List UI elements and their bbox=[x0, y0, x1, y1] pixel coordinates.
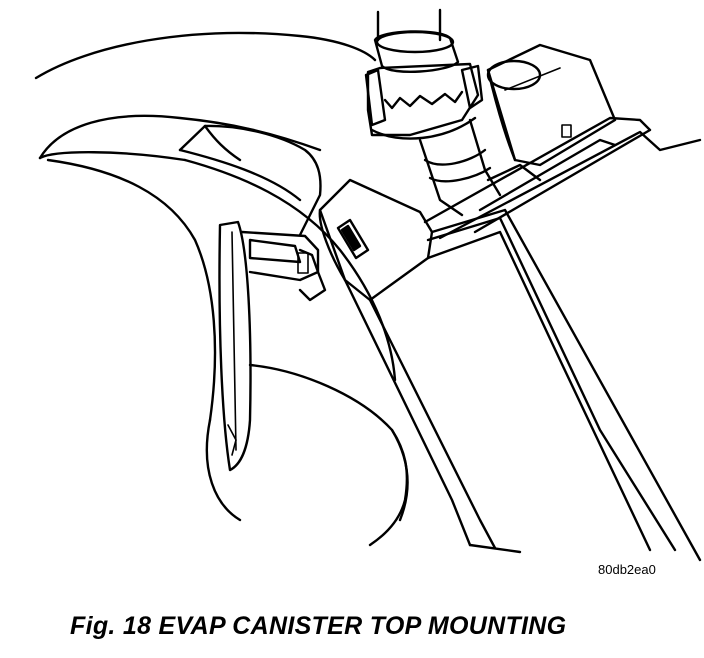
lower-lip bbox=[368, 428, 409, 547]
mounting-bracket bbox=[178, 124, 322, 237]
lower-pan bbox=[248, 363, 409, 522]
inner-fender-curve-2 bbox=[183, 158, 397, 382]
clip-slot bbox=[297, 252, 309, 274]
quick-connect bbox=[366, 62, 480, 137]
clip-hook bbox=[298, 248, 327, 302]
frame-rail-top bbox=[478, 138, 617, 212]
purge-valve-end bbox=[486, 59, 542, 91]
tab-edge bbox=[231, 231, 237, 451]
quick-connect-fingers bbox=[383, 90, 464, 110]
clip-arm-face bbox=[248, 238, 302, 264]
bracket-side bbox=[203, 124, 242, 162]
canister-slot-inner bbox=[340, 224, 362, 252]
inner-fender-curve bbox=[46, 158, 217, 422]
canister-body-edge bbox=[430, 208, 702, 562]
body-panel-outline bbox=[34, 31, 377, 80]
canister-cap-face bbox=[318, 208, 347, 282]
clip-arm bbox=[240, 230, 320, 282]
canister-bottom-line bbox=[468, 543, 522, 554]
purge-valve-body bbox=[486, 43, 617, 167]
purge-valve-tab bbox=[561, 124, 572, 138]
quick-connect-latch bbox=[364, 68, 387, 127]
frame-step bbox=[486, 163, 542, 182]
canister-body-left bbox=[343, 278, 472, 547]
canister-nipple bbox=[418, 118, 502, 217]
retaining-tab bbox=[218, 220, 252, 472]
evap-canister-illustration bbox=[34, 8, 702, 562]
canister-body-ridge bbox=[426, 230, 652, 552]
nipple-ring-2 bbox=[428, 166, 492, 183]
figure-caption: Fig. 18 EVAP CANISTER TOP MOUNTING bbox=[70, 612, 567, 640]
body-panel-lip bbox=[38, 151, 187, 162]
nipple-ring bbox=[423, 148, 487, 166]
quick-connect-ring bbox=[370, 116, 477, 140]
canister-cap bbox=[318, 178, 434, 302]
quick-connect-latch-r bbox=[460, 64, 484, 110]
canister-slot bbox=[336, 218, 370, 260]
hose-collar-top bbox=[375, 30, 455, 54]
fender-bottom bbox=[205, 418, 242, 522]
figure-reference-code: 80db2ea0 bbox=[598, 562, 656, 577]
tab-notch bbox=[227, 424, 237, 456]
frame-rail bbox=[423, 116, 652, 234]
canister-body-top bbox=[426, 216, 677, 552]
canister-body-mid bbox=[368, 298, 497, 550]
frame-rail-lower bbox=[438, 130, 702, 240]
bracket-inner bbox=[178, 148, 302, 202]
purge-valve-line bbox=[504, 67, 561, 91]
